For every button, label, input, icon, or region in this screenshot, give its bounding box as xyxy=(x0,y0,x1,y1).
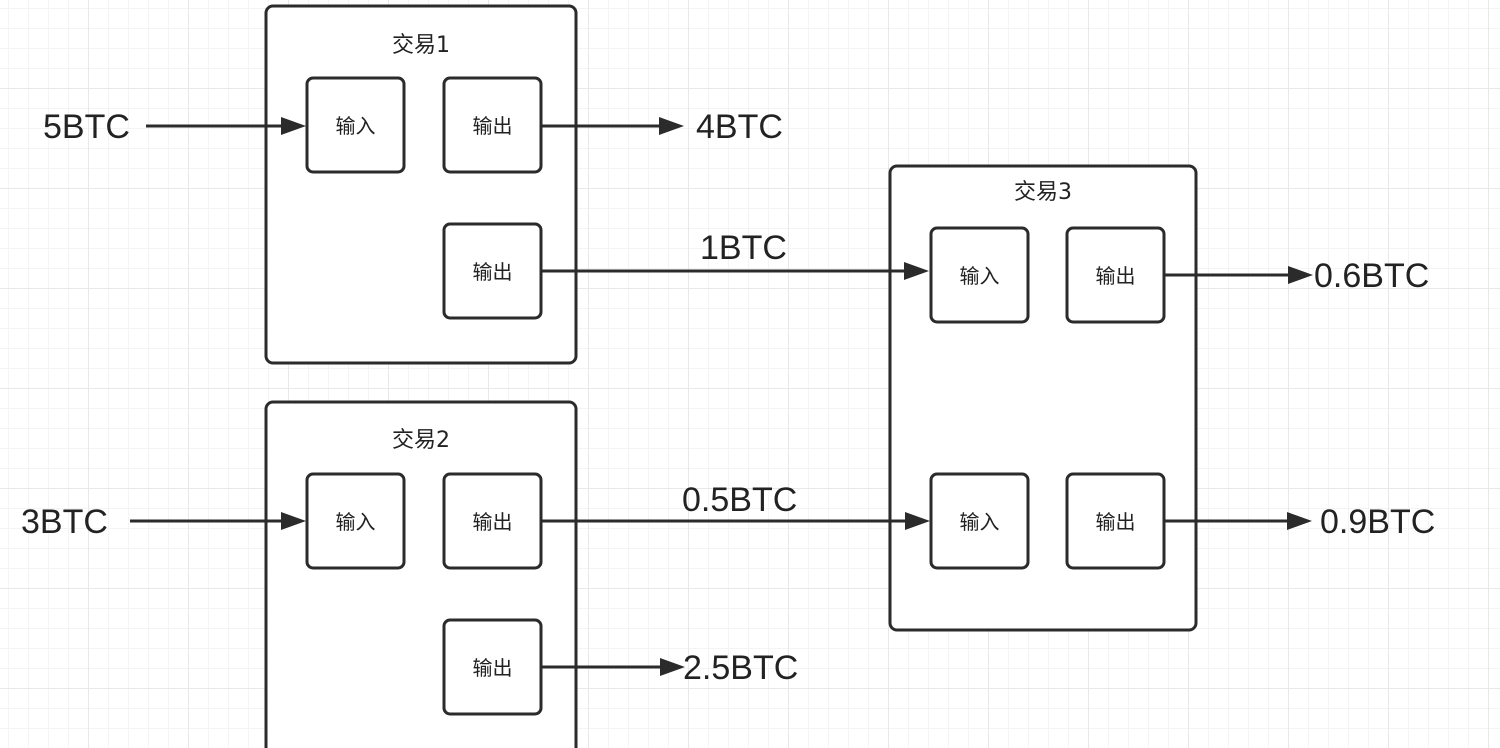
arrowhead-icon xyxy=(904,262,929,280)
arrowhead-icon xyxy=(905,512,930,530)
amount-tx2-output-b: 2.5BTC xyxy=(683,649,798,687)
edge-tx3-output-to-0.6btc[interactable] xyxy=(1164,266,1313,284)
edge-tx2-output-to-2.5btc[interactable] xyxy=(541,658,685,676)
arrowhead-icon xyxy=(659,117,684,135)
transaction-1-input-label: 输入 xyxy=(336,114,376,138)
edge-tx1-output-to-4btc[interactable] xyxy=(541,117,684,135)
amount-tx2-input: 3BTC xyxy=(21,503,108,541)
amount-tx1-to-tx3: 1BTC xyxy=(700,229,787,267)
amount-tx3-output-b: 0.9BTC xyxy=(1320,503,1435,541)
transaction-2-input-label: 输入 xyxy=(336,510,376,534)
arrowhead-icon xyxy=(660,658,685,676)
transaction-3-input-b-box[interactable] xyxy=(929,472,1030,570)
transaction-1-output-b-label: 输出 xyxy=(473,260,513,284)
transaction-2-title: 交易2 xyxy=(392,428,450,453)
edge-tx1-output-to-tx3-input[interactable] xyxy=(541,262,929,280)
amount-tx1-input: 5BTC xyxy=(43,108,130,146)
transaction-3-input-a-box[interactable] xyxy=(929,226,1030,324)
transaction-3-input-a-label: 输入 xyxy=(960,264,1000,288)
transaction-2-output-b-label: 输出 xyxy=(473,656,513,680)
transaction-2-input-box[interactable] xyxy=(305,472,406,570)
edge-tx3-output-to-0.9btc[interactable] xyxy=(1164,512,1312,530)
transaction-3-output-b-label: 输出 xyxy=(1096,510,1136,534)
amount-tx3-output-a: 0.6BTC xyxy=(1314,257,1429,295)
transaction-3-output-a-label: 输出 xyxy=(1096,264,1136,288)
transaction-1-title: 交易1 xyxy=(392,33,450,58)
amount-tx1-output-a: 4BTC xyxy=(696,108,783,146)
transaction-1: 交易1 输入 输出 输出 xyxy=(264,4,578,365)
arrowhead-icon xyxy=(281,512,306,530)
arrowhead-icon xyxy=(1288,266,1313,284)
transaction-2: 交易2 输入 输出 输出 xyxy=(264,400,578,748)
transaction-1-input-box[interactable] xyxy=(305,76,406,174)
arrowhead-icon xyxy=(1287,512,1312,530)
edge-tx2-output-to-tx3-input[interactable] xyxy=(541,512,930,530)
transaction-2-output-a-label: 输出 xyxy=(473,510,513,534)
transaction-3-title: 交易3 xyxy=(1014,180,1072,205)
edge-3btc-to-tx2-input[interactable] xyxy=(130,512,306,530)
transaction-3-input-b-label: 输入 xyxy=(960,510,1000,534)
edge-5btc-to-tx1-input[interactable] xyxy=(146,117,306,135)
transaction-3: 交易3 输入 输出 输入 输出 xyxy=(888,164,1198,632)
transaction-1-output-a-label: 输出 xyxy=(473,114,513,138)
arrowhead-icon xyxy=(281,117,306,135)
amount-tx2-to-tx3: 0.5BTC xyxy=(682,481,797,519)
